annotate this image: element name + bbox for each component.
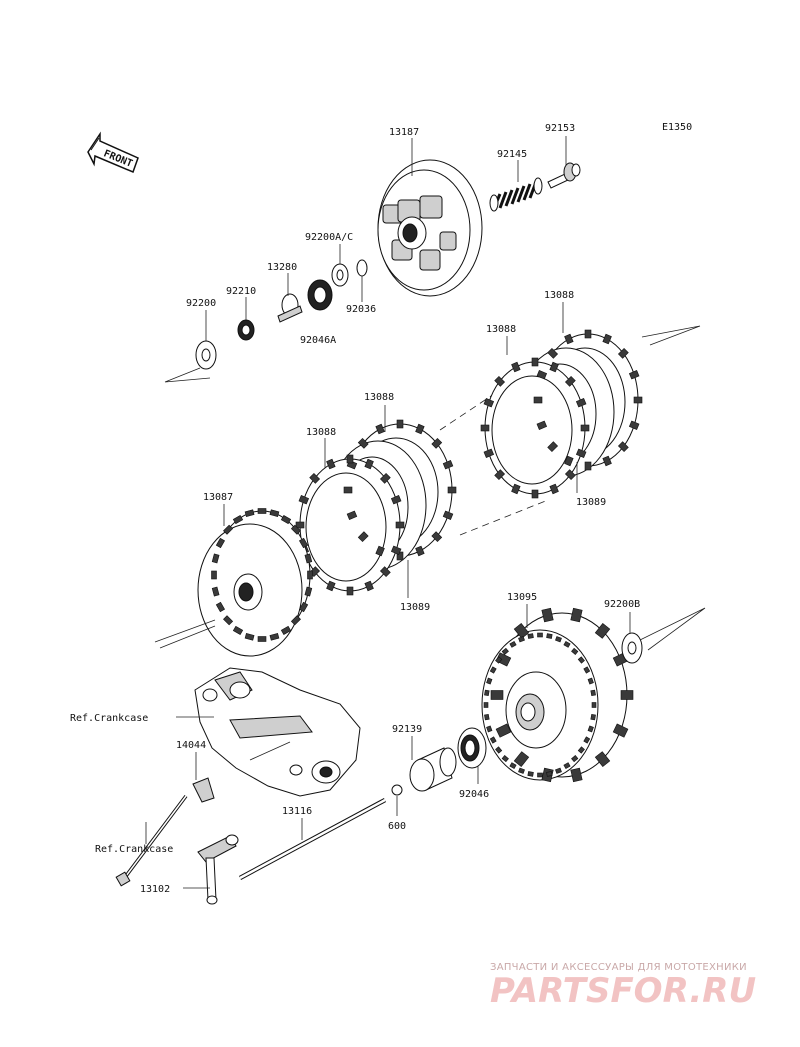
- pushrod-holder: [277, 293, 303, 323]
- part-13116: 13116: [282, 806, 312, 817]
- part-13095: 13095: [507, 592, 537, 603]
- housing-sleeve: [409, 747, 457, 792]
- part-92200ac: 92200A/C: [305, 232, 353, 243]
- part-13280: 13280: [267, 262, 297, 273]
- part-600: 600: [388, 821, 406, 832]
- crankcase-reference: [194, 667, 361, 797]
- part-92200b: 92200B: [604, 599, 640, 610]
- part-13088-a: 13088: [544, 290, 574, 301]
- part-92153: 92153: [545, 123, 575, 134]
- clutch-spring: [489, 177, 543, 212]
- needle-bearing: [457, 727, 487, 769]
- part-13089-a: 13089: [576, 497, 606, 508]
- crankcase-bolt: [115, 794, 188, 887]
- release-cover: [192, 777, 215, 803]
- ref-crankcase-2: Ref.Crankcase: [95, 844, 173, 855]
- part-92210: 92210: [226, 286, 256, 297]
- part-13088-c: 13088: [364, 392, 394, 403]
- diagram-code: E1350: [662, 122, 692, 133]
- part-14044: 14044: [176, 740, 206, 751]
- pushrod: [238, 798, 387, 880]
- release-shaft: [197, 834, 239, 905]
- part-92046a: 92046A: [300, 335, 336, 346]
- part-92145: 92145: [497, 149, 527, 160]
- part-13088-b: 13088: [486, 324, 516, 335]
- part-13089-b: 13089: [400, 602, 430, 613]
- ref-crankcase-1: Ref.Crankcase: [70, 713, 148, 724]
- watermark-tagline: ЗАПЧАСТИ И АКСЕССУАРЫ ДЛЯ МОТОТЕХНИКИ: [490, 962, 747, 973]
- spring-bolt: [547, 162, 581, 189]
- part-13088-d: 13088: [306, 427, 336, 438]
- part-13087: 13087: [203, 492, 233, 503]
- pushrod-bearing: [307, 279, 333, 311]
- pressure-plate: [377, 159, 483, 297]
- part-92036: 92036: [346, 304, 376, 315]
- part-92046: 92046: [459, 789, 489, 800]
- watermark-logo: PARTSFOR.RU: [490, 971, 756, 1011]
- clutch-hub: [197, 508, 313, 657]
- friction-plates-upper: [480, 329, 643, 499]
- part-13187: 13187: [389, 127, 419, 138]
- part-13102: 13102: [140, 884, 170, 895]
- front-arrow-icon: FRONT: [87, 131, 139, 173]
- part-92200: 92200: [186, 298, 216, 309]
- part-92139: 92139: [392, 724, 422, 735]
- clutch-housing: [481, 607, 634, 783]
- friction-plates-middle: [295, 419, 457, 596]
